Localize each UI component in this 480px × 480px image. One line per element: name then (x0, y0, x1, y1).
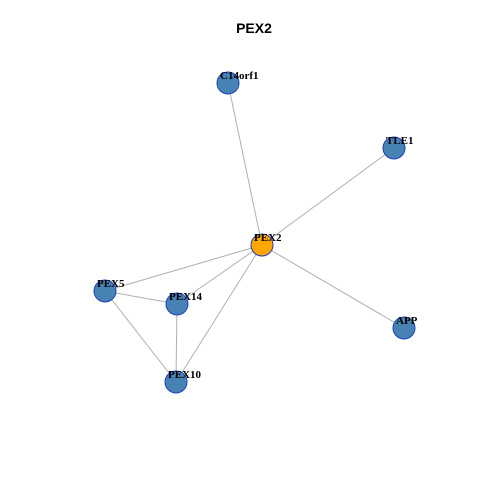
edges-layer (104, 82, 405, 383)
node-c14orf1 (216, 71, 240, 95)
node-pex10 (164, 370, 188, 394)
node-label-pex14: PEX14 (169, 291, 203, 303)
edge-pex14-pex10 (175, 303, 178, 383)
node-label-tle1: TLE1 (386, 135, 414, 147)
edge-pex2-pex10 (175, 244, 263, 383)
node-label-pex5: PEX5 (97, 278, 125, 290)
edge-pex2-tle1 (261, 147, 395, 246)
node-app (392, 316, 416, 340)
node-label-pex2: PEX2 (254, 232, 282, 244)
node-pex5 (93, 279, 117, 303)
edge-pex5-pex14 (104, 290, 178, 305)
node-tle1 (382, 136, 406, 160)
nodes-layer (93, 71, 416, 394)
edge-pex2-pex14 (176, 244, 263, 305)
edge-pex2-app (261, 244, 405, 329)
node-pex14 (165, 292, 189, 316)
edge-pex2-pex5 (104, 244, 263, 292)
node-label-pex10: PEX10 (168, 369, 202, 381)
node-pex2 (250, 233, 274, 257)
node-label-c14orf1: C14orf1 (220, 70, 259, 82)
graph-title: PEX2 (236, 20, 272, 36)
node-label-app: APP (396, 315, 418, 327)
edge-pex2-c14orf1 (227, 82, 263, 246)
edge-pex5-pex10 (104, 290, 177, 383)
